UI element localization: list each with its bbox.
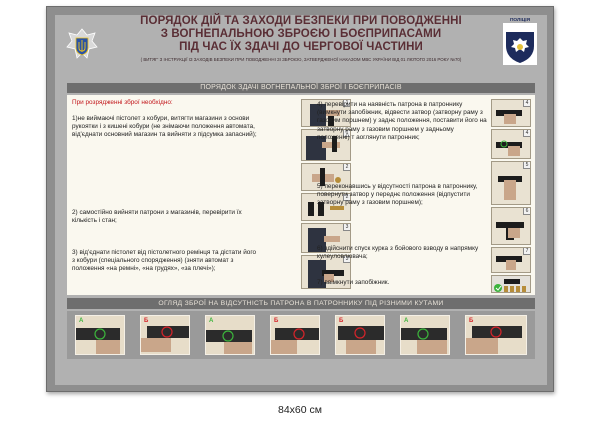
- step-photo-2a: 2: [301, 163, 351, 191]
- photo-number: 1: [343, 130, 350, 137]
- photo-number: 5: [523, 162, 530, 169]
- ukraine-emblem-icon: [66, 28, 98, 59]
- photo-number: 3: [343, 224, 350, 231]
- photo-number: 2: [343, 164, 350, 171]
- step-6-text: 6) здійснити спуск курка з бойового взво…: [317, 245, 479, 261]
- trigger-release-icon: [496, 222, 524, 240]
- step-photo-1a: 1: [301, 99, 351, 127]
- view-label: Б: [144, 318, 149, 324]
- step-3-text: 3) від'єднати пістолет від пістолетного …: [72, 249, 257, 273]
- pistol-chamber-icon: [271, 328, 319, 354]
- photo-number: 4: [523, 130, 530, 137]
- pistol-chamber-icon: [401, 328, 447, 354]
- left-column: При розрядженні зброї необхідно: 1)не ви…: [72, 99, 258, 272]
- bottom-photo-strip: А Б А Б Б А Б: [67, 311, 535, 359]
- pistol-chamber-icon: [338, 326, 384, 354]
- step-7-text: 7) ввімкнути запобіжник.: [317, 279, 390, 286]
- holster-hand-icon: [310, 104, 340, 126]
- step-photo-3a: 3: [301, 223, 351, 253]
- final-photo: [491, 275, 531, 293]
- poster-subtitle: ( ВИТЯГ' З ІНСТРУКЦІЇ ІЗ ЗАХОДІВ БЕЗПЕКИ…: [140, 57, 462, 62]
- photo-number: 3: [343, 256, 350, 263]
- chamber-check-photo: А: [75, 315, 125, 355]
- step-5-text: 5) переконавшись у відсутності патрона в…: [317, 183, 478, 207]
- photo-number: 7: [523, 248, 530, 255]
- step-2-text: 2) самостійно вийняти патрони з магазині…: [72, 209, 242, 225]
- safety-on-icon: [496, 256, 522, 270]
- pistol-check-icon: [496, 110, 522, 124]
- step-4-text: 4) перевірити на наявність патрона в пат…: [317, 101, 487, 141]
- poster-size-label: 84x60 см: [278, 404, 322, 416]
- step-photo-3b: 3: [301, 255, 351, 289]
- pistol-chamber-icon: [466, 326, 522, 354]
- slide-retract-icon: [496, 140, 522, 156]
- pistol-draw-icon: [308, 260, 344, 288]
- unloaded-pistol-checkmark-icon: [494, 279, 526, 292]
- chamber-check-photo: А: [205, 315, 255, 355]
- step-photo-5: 5: [491, 161, 531, 205]
- chamber-check-photo: Б: [140, 315, 190, 355]
- bottom-heading: ОГЛЯД ЗБРОЇ НА ВІДСУТНІСТЬ ПАТРОНА В ПАТ…: [67, 298, 535, 309]
- pistol-chamber-icon: [141, 326, 189, 352]
- view-label: А: [209, 318, 214, 324]
- step-photo-4b: 4: [491, 129, 531, 159]
- step-photo-6: 6: [491, 207, 531, 245]
- chamber-check-photo: Б: [335, 315, 385, 355]
- view-label: А: [79, 318, 84, 324]
- step-photo-2b: 2: [301, 193, 351, 221]
- title-line-2: З ВОГНЕПАЛЬНОЮ ЗБРОЄЮ І БОЄПРИПАСАМИ: [160, 28, 442, 40]
- poster-title: ПОРЯДОК ДІЙ ТА ЗАХОДИ БЕЗПЕКИ ПРИ ПОВОДЖ…: [115, 15, 487, 81]
- magazines-table-icon: [308, 202, 344, 216]
- chamber-check-photo: А: [400, 315, 450, 355]
- step-photo-4a: 4: [491, 99, 531, 127]
- title-line-3: ПІД ЧАС ЇХ ЗДАЧІ ДО ЧЕРГОВОЇ ЧАСТИНИ: [179, 41, 423, 53]
- step-photo-7: 7: [491, 247, 531, 273]
- photo-number: 6: [523, 208, 530, 215]
- photo-number: 2: [343, 194, 350, 201]
- view-label: Б: [274, 318, 279, 324]
- poster-board: ПОРЯДОК ДІЙ ТА ЗАХОДИ БЕЗПЕКИ ПРИ ПОВОДЖ…: [55, 15, 547, 385]
- section-heading: ПОРЯДОК ЗДАЧІ ВОГНЕПАЛЬНОЇ ЗБРОЇ І БОЄПР…: [67, 83, 535, 93]
- safety-poster: ПОРЯДОК ДІЙ ТА ЗАХОДИ БЕЗПЕКИ ПРИ ПОВОДЖ…: [46, 6, 554, 392]
- instructions-panel: При розрядженні зброї необхідно: 1)не ви…: [67, 95, 535, 295]
- photo-number: 4: [523, 100, 530, 107]
- intro-text: При розрядженні зброї необхідно:: [72, 99, 173, 106]
- chamber-check-photo: Б: [270, 315, 320, 355]
- police-shield-icon: [503, 23, 537, 65]
- photo-number: 1: [343, 100, 350, 107]
- view-label: А: [404, 318, 409, 324]
- step-1-text: 1)не виймаючі пістолет з кобури, витягти…: [72, 115, 257, 139]
- pistol-chamber-icon: [76, 328, 120, 354]
- cartridge-hand-icon: [312, 168, 341, 186]
- police-label: ПОЛІЦІЯ: [509, 18, 531, 23]
- magazine-removal-icon: [306, 136, 340, 160]
- holster-unclip-icon: [308, 228, 340, 252]
- chamber-check-photo: Б: [465, 315, 527, 355]
- view-label: Б: [469, 318, 474, 324]
- view-label: Б: [339, 318, 344, 324]
- step-photo-1b: 1: [301, 129, 351, 161]
- slide-forward-icon: [498, 176, 522, 200]
- pistol-chamber-icon: [206, 330, 252, 354]
- title-line-1: ПОРЯДОК ДІЙ ТА ЗАХОДИ БЕЗПЕКИ ПРИ ПОВОДЖ…: [140, 15, 462, 27]
